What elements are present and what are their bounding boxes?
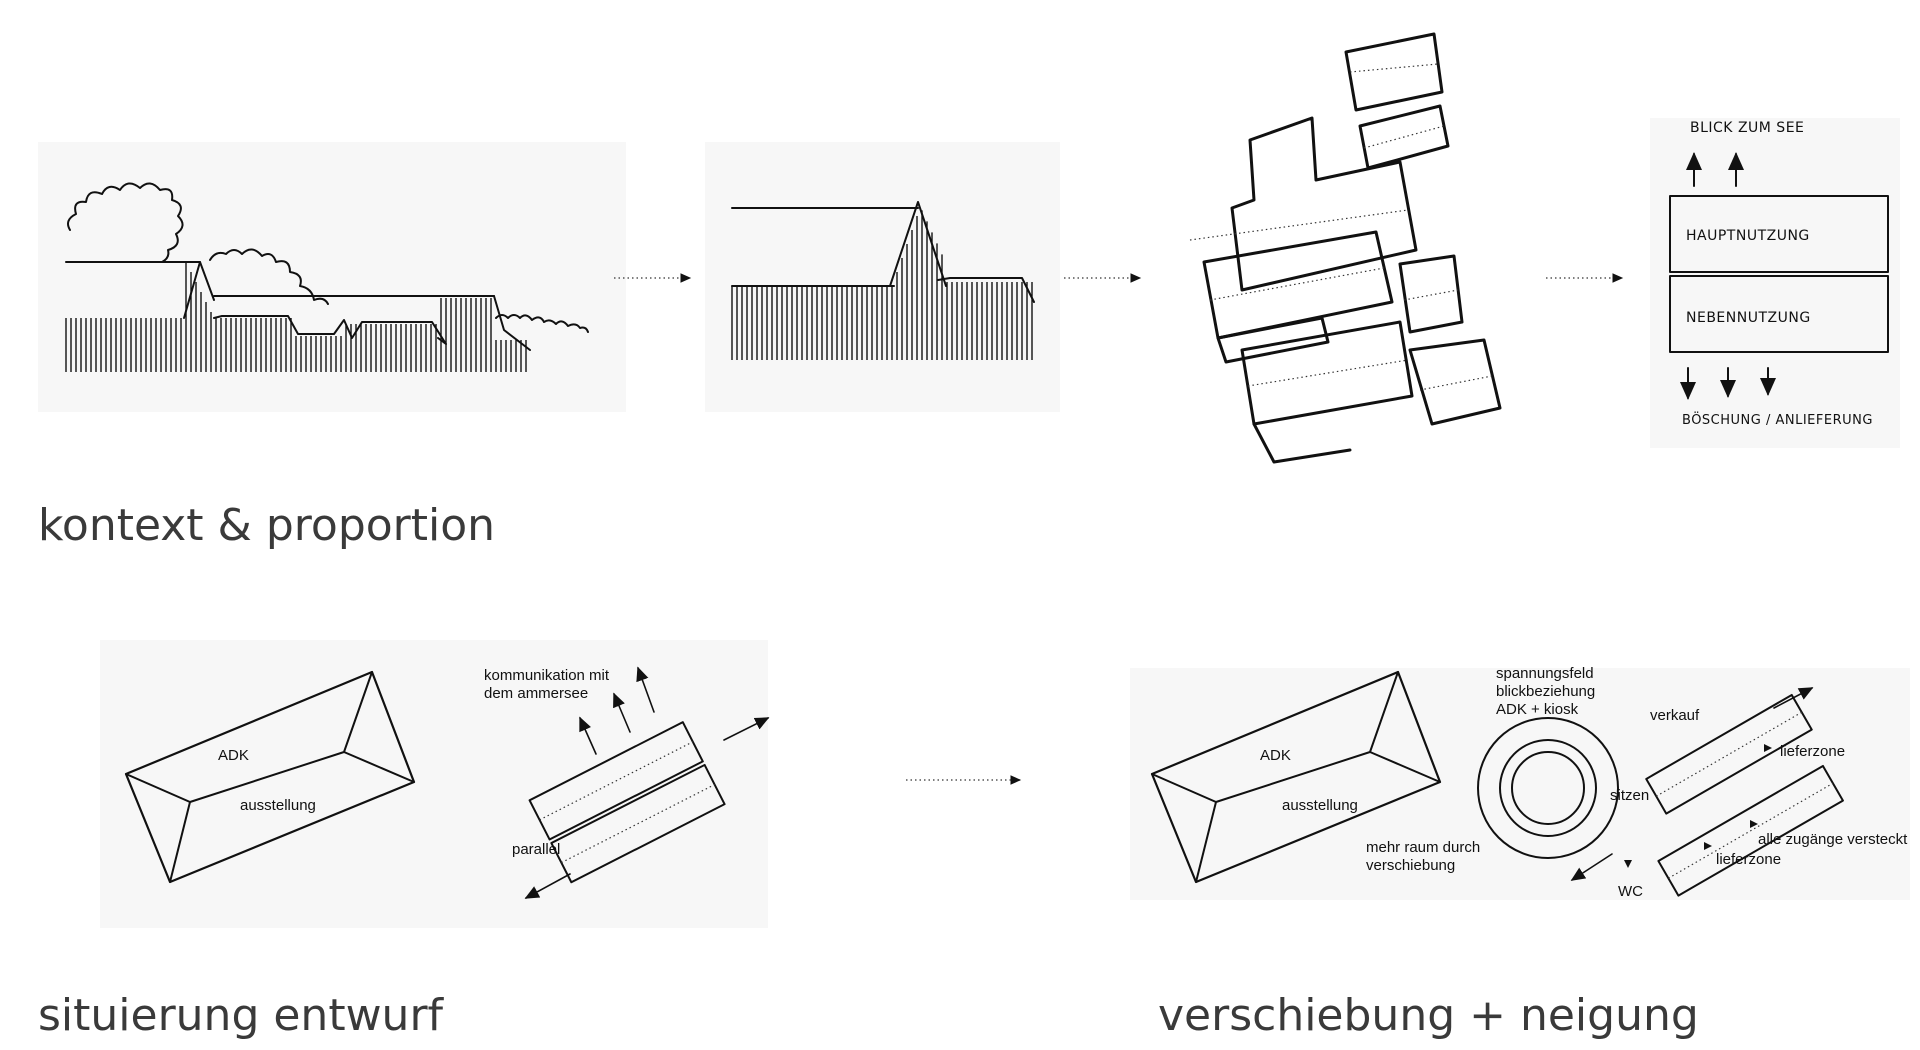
- situierung-diagram: ADK ausstellung kommunikation mit dem am…: [100, 640, 770, 928]
- view-label: BLICK ZUM SEE: [1690, 120, 1804, 136]
- exhibition-label: ausstellung: [240, 797, 316, 814]
- zoning-sketch: [1650, 118, 1900, 448]
- more-space-label-2: verschiebung: [1366, 857, 1455, 874]
- arrow-connector: [614, 273, 1624, 785]
- side-use-label: NEBENNUTZUNG: [1686, 310, 1811, 326]
- plan-blocks-sketch: [1189, 32, 1502, 464]
- heading-situierung: situierung entwurf: [38, 990, 444, 1041]
- adk-label: ADK: [1260, 747, 1291, 764]
- main-use-label: HAUPTNUTZUNG: [1686, 228, 1810, 244]
- hidden-access-label: alle zugänge versteckt: [1758, 831, 1908, 848]
- slope-label: BÖSCHUNG / ANLIEFERUNG: [1682, 411, 1873, 428]
- sit-label: sitzen: [1610, 787, 1649, 804]
- field-label-3: ADK + kiosk: [1496, 701, 1579, 718]
- verschiebung-diagram: ADK ausstellung spannungsfeld blickbezie…: [1130, 665, 1910, 900]
- communication-label-2: dem ammersee: [484, 685, 588, 702]
- delivery-zone-label-2: lieferzone: [1716, 851, 1781, 868]
- communication-label-1: kommunikation mit: [484, 667, 610, 684]
- wc-label: WC: [1618, 883, 1643, 900]
- delivery-zone-label-1: lieferzone: [1780, 743, 1845, 760]
- sale-label: verkauf: [1650, 707, 1700, 724]
- adk-label: ADK: [218, 747, 249, 764]
- heading-verschiebung: verschiebung + neigung: [1158, 990, 1699, 1041]
- parallel-label: parallel: [512, 841, 560, 858]
- heading-kontext: kontext & proportion: [38, 500, 496, 551]
- proportion-elevation-sketch: [705, 142, 1060, 412]
- context-elevation-sketch: [38, 142, 626, 412]
- more-space-label-1: mehr raum durch: [1366, 839, 1480, 856]
- field-label-2: blickbeziehung: [1496, 683, 1595, 700]
- exhibition-label: ausstellung: [1282, 797, 1358, 814]
- field-label-1: spannungsfeld: [1496, 665, 1594, 682]
